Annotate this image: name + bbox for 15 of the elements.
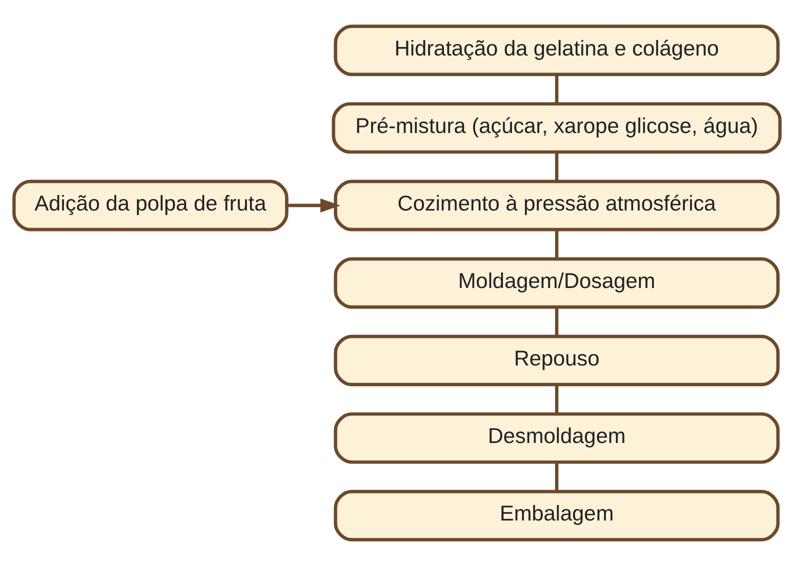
connector xyxy=(555,306,558,336)
node-box: Moldagem/Dosagem xyxy=(334,256,780,308)
node-box: Cozimento à pressão atmosférica xyxy=(334,179,780,231)
node-box: Hidratação da gelatina e colágeno xyxy=(334,24,780,76)
connector xyxy=(555,462,558,492)
connector xyxy=(555,229,558,258)
connector xyxy=(555,74,558,104)
node-box: Desmoldagem xyxy=(334,412,780,464)
connector xyxy=(555,152,558,181)
node-box: Repouso xyxy=(334,334,780,386)
node-box: Adição da polpa de fruta xyxy=(12,179,288,231)
node-box: Embalagem xyxy=(334,489,780,541)
arrow xyxy=(286,198,340,212)
connector xyxy=(555,384,558,414)
node-box: Pré-mistura (açúcar, xarope glicose, água) xyxy=(332,102,782,154)
